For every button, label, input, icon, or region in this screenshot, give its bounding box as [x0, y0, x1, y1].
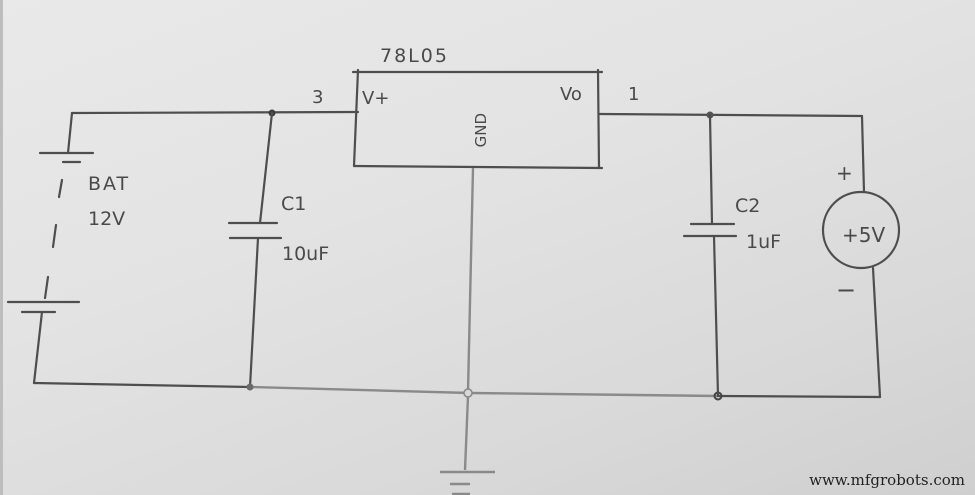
plus-sign: +: [836, 161, 853, 185]
wire-gnd: [466, 167, 475, 393]
wire-ground-down: [463, 395, 470, 471]
pin-gnd-label: GND: [472, 113, 490, 147]
battery-12v: BAT 12V: [6, 151, 130, 385]
wire-output: [598, 112, 864, 118]
wire-ground-left: [32, 381, 252, 389]
junction-dot: [246, 383, 254, 391]
paper-edge: [0, 0, 3, 495]
c1-name: C1: [281, 193, 306, 215]
pin-in-number: 3: [312, 87, 323, 108]
capacitor-c1: C1 10uF: [227, 111, 329, 389]
watermark: www.mfgrobots.com: [809, 471, 965, 489]
regulator-label: 78L05: [380, 45, 449, 67]
output-voltage-label: +5V: [842, 223, 885, 247]
capacitor-c2: C2 1uF: [682, 113, 781, 398]
regulator-78l05: 78L05 V+ Vo 3 1 GND: [312, 45, 639, 170]
output-5v-source: +5V + −: [821, 114, 901, 399]
battery-voltage: 12V: [88, 208, 125, 230]
pin-out-number: 1: [628, 84, 639, 105]
c2-value: 1uF: [746, 231, 781, 253]
junction-dot: [463, 388, 473, 398]
wire-input: [70, 110, 360, 115]
wire-ground-right: [469, 391, 719, 398]
battery-name: BAT: [88, 173, 130, 195]
wire-ground-mid: [249, 385, 471, 395]
c1-value: 10uF: [282, 243, 329, 265]
c2-name: C2: [735, 195, 760, 217]
pin-out-label: Vo: [560, 84, 582, 105]
pin-in-label: V+: [362, 88, 389, 109]
wire-ground-end: [716, 394, 882, 399]
minus-sign: −: [836, 276, 856, 304]
wire-battery-top: [66, 111, 74, 155]
